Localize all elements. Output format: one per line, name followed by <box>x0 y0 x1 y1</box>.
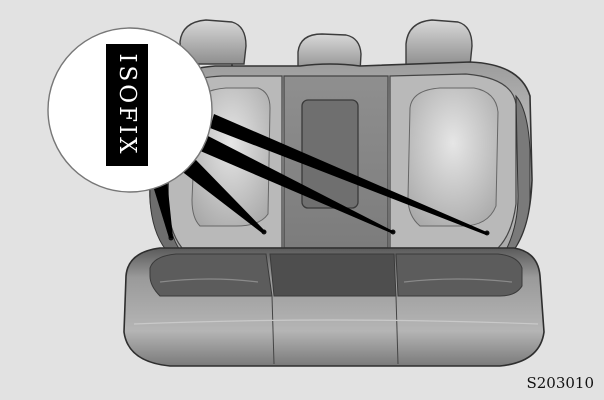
seat-cushion <box>124 248 544 366</box>
left-cushion-top <box>150 254 272 296</box>
isofix-label: ISOFIX <box>114 53 140 156</box>
right-headrest <box>406 20 472 66</box>
center-cushion-top <box>270 254 396 296</box>
isofix-callout: ISOFIX <box>48 28 212 192</box>
right-cushion-top <box>396 254 522 296</box>
figure-code: S203010 <box>526 374 594 392</box>
